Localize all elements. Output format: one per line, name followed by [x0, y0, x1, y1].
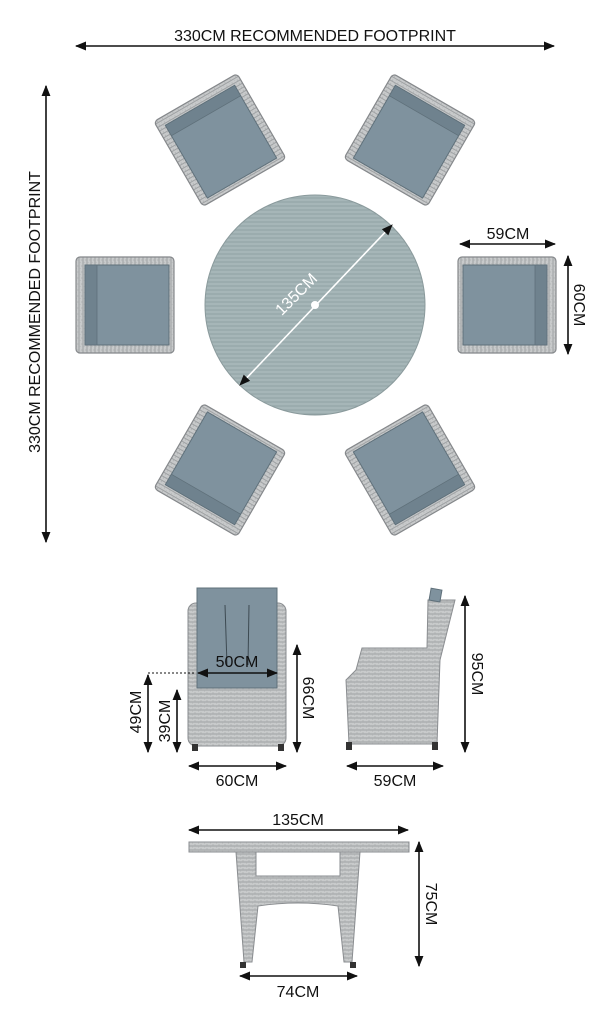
chair-top-view-right	[457, 256, 557, 354]
footprint-depth-dimension: 330CM RECOMMENDED FOOTPRINT	[27, 84, 51, 544]
seat-height-label: 49CM	[128, 691, 145, 734]
table-height-label: 75CM	[422, 883, 439, 926]
chair-top-view-bottom-right	[343, 402, 477, 538]
chair-top-view-top-left	[153, 72, 287, 208]
chair-top-view-top-right	[343, 72, 477, 208]
table-side-view: 135CM 75CM 74CM	[187, 812, 439, 1001]
chair-side-depth-label: 59CM	[374, 773, 417, 790]
chair-width-dimension: 59CM	[458, 226, 557, 249]
chair-side-view: 95CM 59CM	[345, 587, 485, 790]
footprint-width-dimension: 330CM RECOMMENDED FOOTPRINT	[74, 28, 556, 51]
chair-depth-label: 60CM	[570, 284, 587, 327]
table-width-label: 135CM	[272, 812, 324, 829]
chair-depth-dimension: 60CM	[563, 254, 587, 356]
chair-height-label: 95CM	[468, 653, 485, 696]
footprint-width-label: 330CM RECOMMENDED FOOTPRINT	[174, 28, 456, 45]
armrest-height-label: 66CM	[299, 677, 316, 720]
table-base-width-label: 74CM	[277, 984, 320, 1001]
overall-width-label: 60CM	[216, 773, 259, 790]
chair-top-view-left	[75, 256, 175, 354]
seat-width-label: 50CM	[216, 654, 259, 671]
footprint-depth-label: 330CM RECOMMENDED FOOTPRINT	[27, 171, 44, 453]
chair-front-view: 50CM 49CM 39CM 66CM 60CM	[128, 587, 316, 790]
table-top-view: 135CM	[204, 194, 426, 416]
chair-top-view-bottom-left	[153, 402, 287, 538]
inner-height-label: 39CM	[157, 700, 174, 743]
chair-width-label: 59CM	[487, 226, 530, 243]
